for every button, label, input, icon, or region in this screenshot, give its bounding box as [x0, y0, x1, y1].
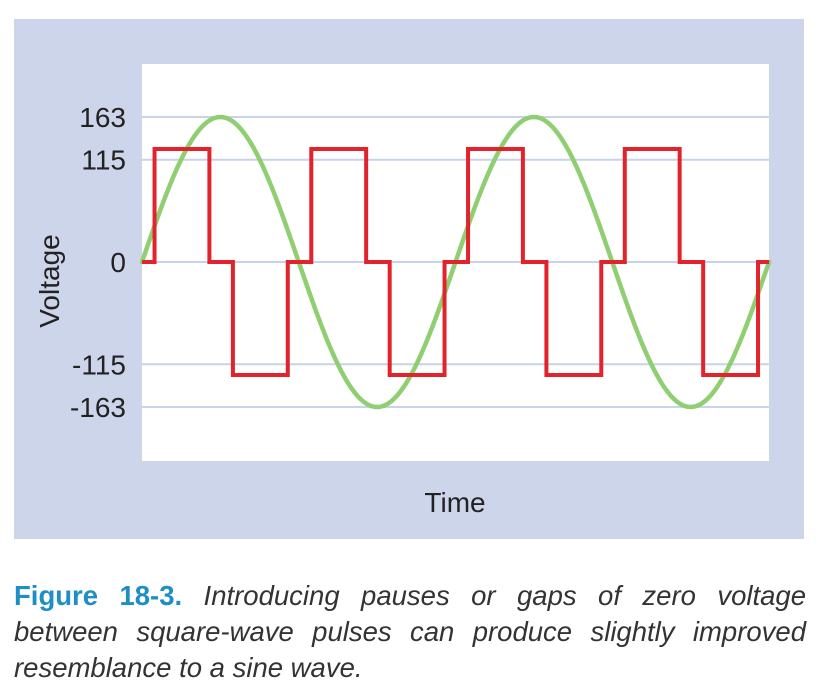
x-axis-label: Time — [424, 487, 485, 518]
figure-caption: Figure 18-3. Introducing pauses or gaps … — [14, 578, 806, 686]
y-tick-label: 0 — [110, 247, 126, 278]
y-tick-label: 115 — [81, 145, 126, 176]
y-tick-label: -163 — [70, 392, 126, 423]
stepped-square-wave-series — [142, 147, 769, 377]
y-axis-label: Voltage — [34, 234, 65, 327]
voltage-chart: 163 115 0 -115 -163 Voltage Time — [34, 64, 772, 518]
figure-number: Figure 18-3. — [14, 580, 183, 611]
caption-text: Introducing pauses or gaps of zero volta… — [14, 580, 806, 683]
y-tick-label: 163 — [79, 102, 126, 133]
y-tick-labels: 163 115 0 -115 -163 — [70, 102, 126, 423]
figure-panel: 163 115 0 -115 -163 Voltage Time — [14, 19, 804, 539]
y-tick-label: -115 — [72, 349, 126, 380]
